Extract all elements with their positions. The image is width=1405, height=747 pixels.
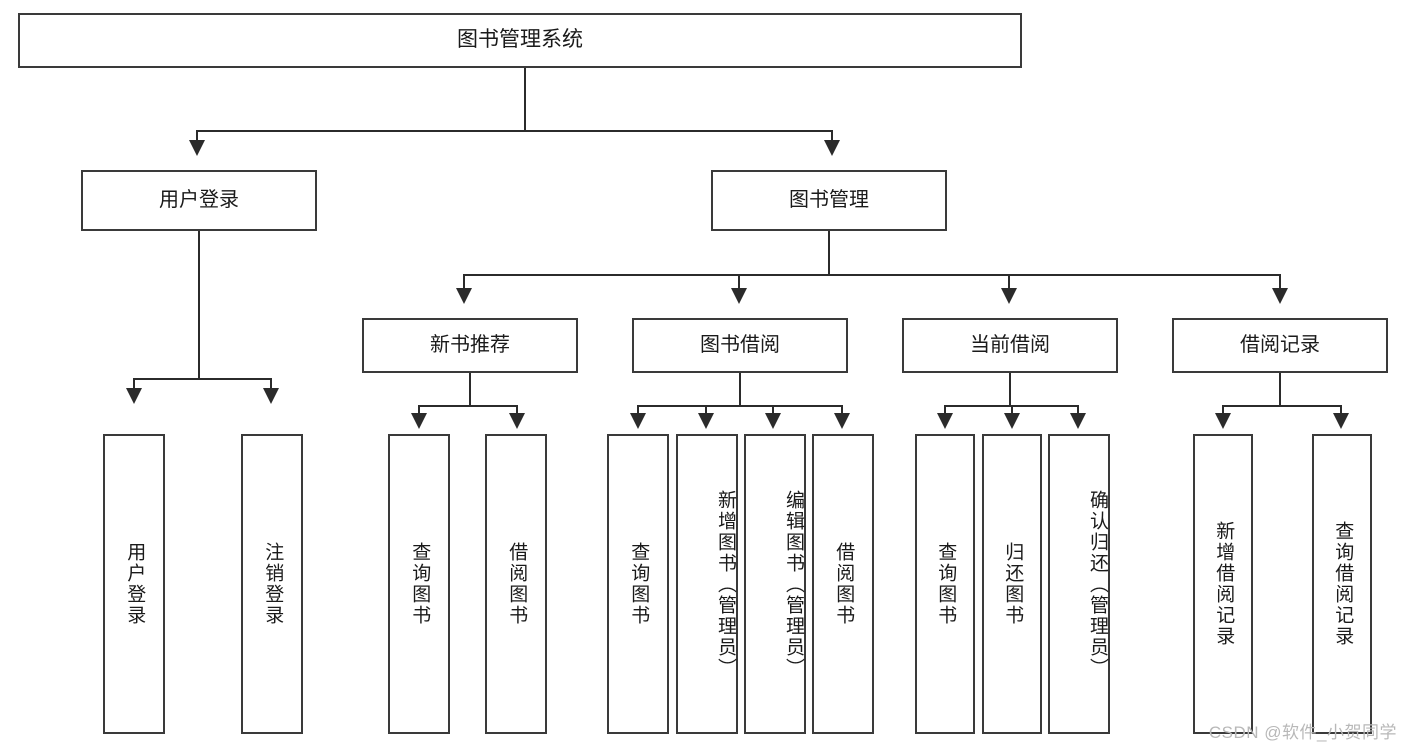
connector-root-bar — [196, 130, 832, 132]
connector-current-arm-3 — [1077, 405, 1079, 415]
connector-borrow-stem — [739, 373, 741, 405]
arrow-to-book-borrow — [731, 288, 747, 304]
leaf-add-borrow-record[interactable]: 新增借阅记录 — [1193, 434, 1253, 734]
connector-book-mgmt-stem — [828, 231, 830, 274]
node-label: 图书管理系统 — [457, 28, 583, 52]
node-label: 确认归还（管理员） — [1087, 489, 1108, 679]
leaf-query-book-current[interactable]: 查询图书 — [915, 434, 975, 734]
arrow-to-new-book-recommend — [456, 288, 472, 304]
node-label: 查询图书 — [409, 542, 431, 626]
connector-record-stem — [1279, 373, 1281, 405]
connector-recommend-bar — [418, 405, 518, 407]
connector-book-mgmt-arm-4 — [1279, 274, 1281, 290]
connector-root-arm-right — [831, 130, 833, 142]
connector-book-mgmt-arm-3 — [1008, 274, 1010, 290]
connector-current-arm-2 — [1011, 405, 1013, 415]
arrow-to-leaf-edit-book — [765, 413, 781, 429]
node-label: 新书推荐 — [430, 333, 510, 356]
connector-record-arm-2 — [1340, 405, 1342, 415]
connector-record-arm-1 — [1222, 405, 1224, 415]
connector-user-login-arm-1 — [133, 378, 135, 390]
leaf-borrow-book-borrow[interactable]: 借阅图书 — [812, 434, 874, 734]
arrow-to-leaf-query-record — [1333, 413, 1349, 429]
arrow-to-current-borrow — [1001, 288, 1017, 304]
leaf-query-book-borrow[interactable]: 查询图书 — [607, 434, 669, 734]
arrow-to-leaf-borrow-book-2 — [834, 413, 850, 429]
node-user-login[interactable]: 用户登录 — [81, 170, 317, 231]
connector-borrow-bar — [637, 405, 843, 407]
node-book-borrow[interactable]: 图书借阅 — [632, 318, 848, 373]
node-label: 查询图书 — [628, 542, 650, 626]
arrow-to-leaf-query-book-1 — [411, 413, 427, 429]
arrow-to-leaf-borrow-book-1 — [509, 413, 525, 429]
arrow-to-leaf-logout — [263, 388, 279, 404]
connector-recommend-stem — [469, 373, 471, 405]
arrow-to-leaf-user-login — [126, 388, 142, 404]
connector-root-arm-left — [196, 130, 198, 142]
connector-record-bar — [1222, 405, 1342, 407]
arrow-to-user-login — [189, 140, 205, 156]
arrow-to-leaf-query-book-3 — [937, 413, 953, 429]
node-label: 图书管理 — [789, 188, 869, 211]
node-label: 当前借阅 — [970, 333, 1050, 356]
node-borrow-record[interactable]: 借阅记录 — [1172, 318, 1388, 373]
node-book-management[interactable]: 图书管理 — [711, 170, 947, 231]
leaf-confirm-return-admin[interactable]: 确认归还（管理员） — [1048, 434, 1110, 734]
node-label: 新增图书（管理员） — [715, 489, 736, 679]
connector-user-login-stem — [198, 231, 200, 378]
leaf-query-borrow-record[interactable]: 查询借阅记录 — [1312, 434, 1372, 734]
arrow-to-leaf-confirm-return — [1070, 413, 1086, 429]
leaf-edit-book-admin[interactable]: 编辑图书（管理员） — [744, 434, 806, 734]
node-label: 归还图书 — [1002, 542, 1024, 626]
connector-recommend-arm-1 — [418, 405, 420, 415]
node-current-borrow[interactable]: 当前借阅 — [902, 318, 1118, 373]
leaf-return-book[interactable]: 归还图书 — [982, 434, 1042, 734]
arrow-to-leaf-query-book-2 — [630, 413, 646, 429]
connector-borrow-arm-4 — [841, 405, 843, 415]
connector-user-login-arm-2 — [270, 378, 272, 390]
node-new-book-recommend[interactable]: 新书推荐 — [362, 318, 578, 373]
leaf-query-book-recommend[interactable]: 查询图书 — [388, 434, 450, 734]
leaf-add-book-admin[interactable]: 新增图书（管理员） — [676, 434, 738, 734]
node-label: 图书借阅 — [700, 333, 780, 356]
node-label: 查询借阅记录 — [1332, 521, 1354, 647]
node-root-book-management-system[interactable]: 图书管理系统 — [18, 13, 1022, 68]
node-label: 编辑图书（管理员） — [783, 489, 804, 679]
connector-book-mgmt-arm-2 — [738, 274, 740, 290]
connector-book-mgmt-bar — [463, 274, 1281, 276]
connector-recommend-arm-2 — [516, 405, 518, 415]
connector-borrow-arm-1 — [637, 405, 639, 415]
node-label: 新增借阅记录 — [1213, 521, 1235, 647]
node-label: 借阅图书 — [833, 542, 855, 626]
arrow-to-leaf-return-book — [1004, 413, 1020, 429]
arrow-to-leaf-add-record — [1215, 413, 1231, 429]
leaf-borrow-book-recommend[interactable]: 借阅图书 — [485, 434, 547, 734]
node-label: 借阅记录 — [1240, 333, 1320, 356]
arrow-to-leaf-add-book — [698, 413, 714, 429]
connector-user-login-bar — [133, 378, 272, 380]
arrow-to-book-management — [824, 140, 840, 156]
connector-current-arm-1 — [944, 405, 946, 415]
leaf-logout[interactable]: 注销登录 — [241, 434, 303, 734]
node-label: 注销登录 — [262, 542, 284, 626]
leaf-user-login[interactable]: 用户登录 — [103, 434, 165, 734]
connector-root-stem — [524, 68, 526, 130]
watermark-text: CSDN @软件_小贺同学 — [1208, 723, 1397, 742]
node-label: 查询图书 — [935, 542, 957, 626]
connector-current-stem — [1009, 373, 1011, 405]
connector-book-mgmt-arm-1 — [463, 274, 465, 290]
node-label: 借阅图书 — [506, 542, 528, 626]
node-label: 用户登录 — [124, 542, 146, 626]
connector-borrow-arm-2 — [705, 405, 707, 415]
arrow-to-borrow-record — [1272, 288, 1288, 304]
connector-borrow-arm-3 — [772, 405, 774, 415]
node-label: 用户登录 — [159, 188, 239, 211]
